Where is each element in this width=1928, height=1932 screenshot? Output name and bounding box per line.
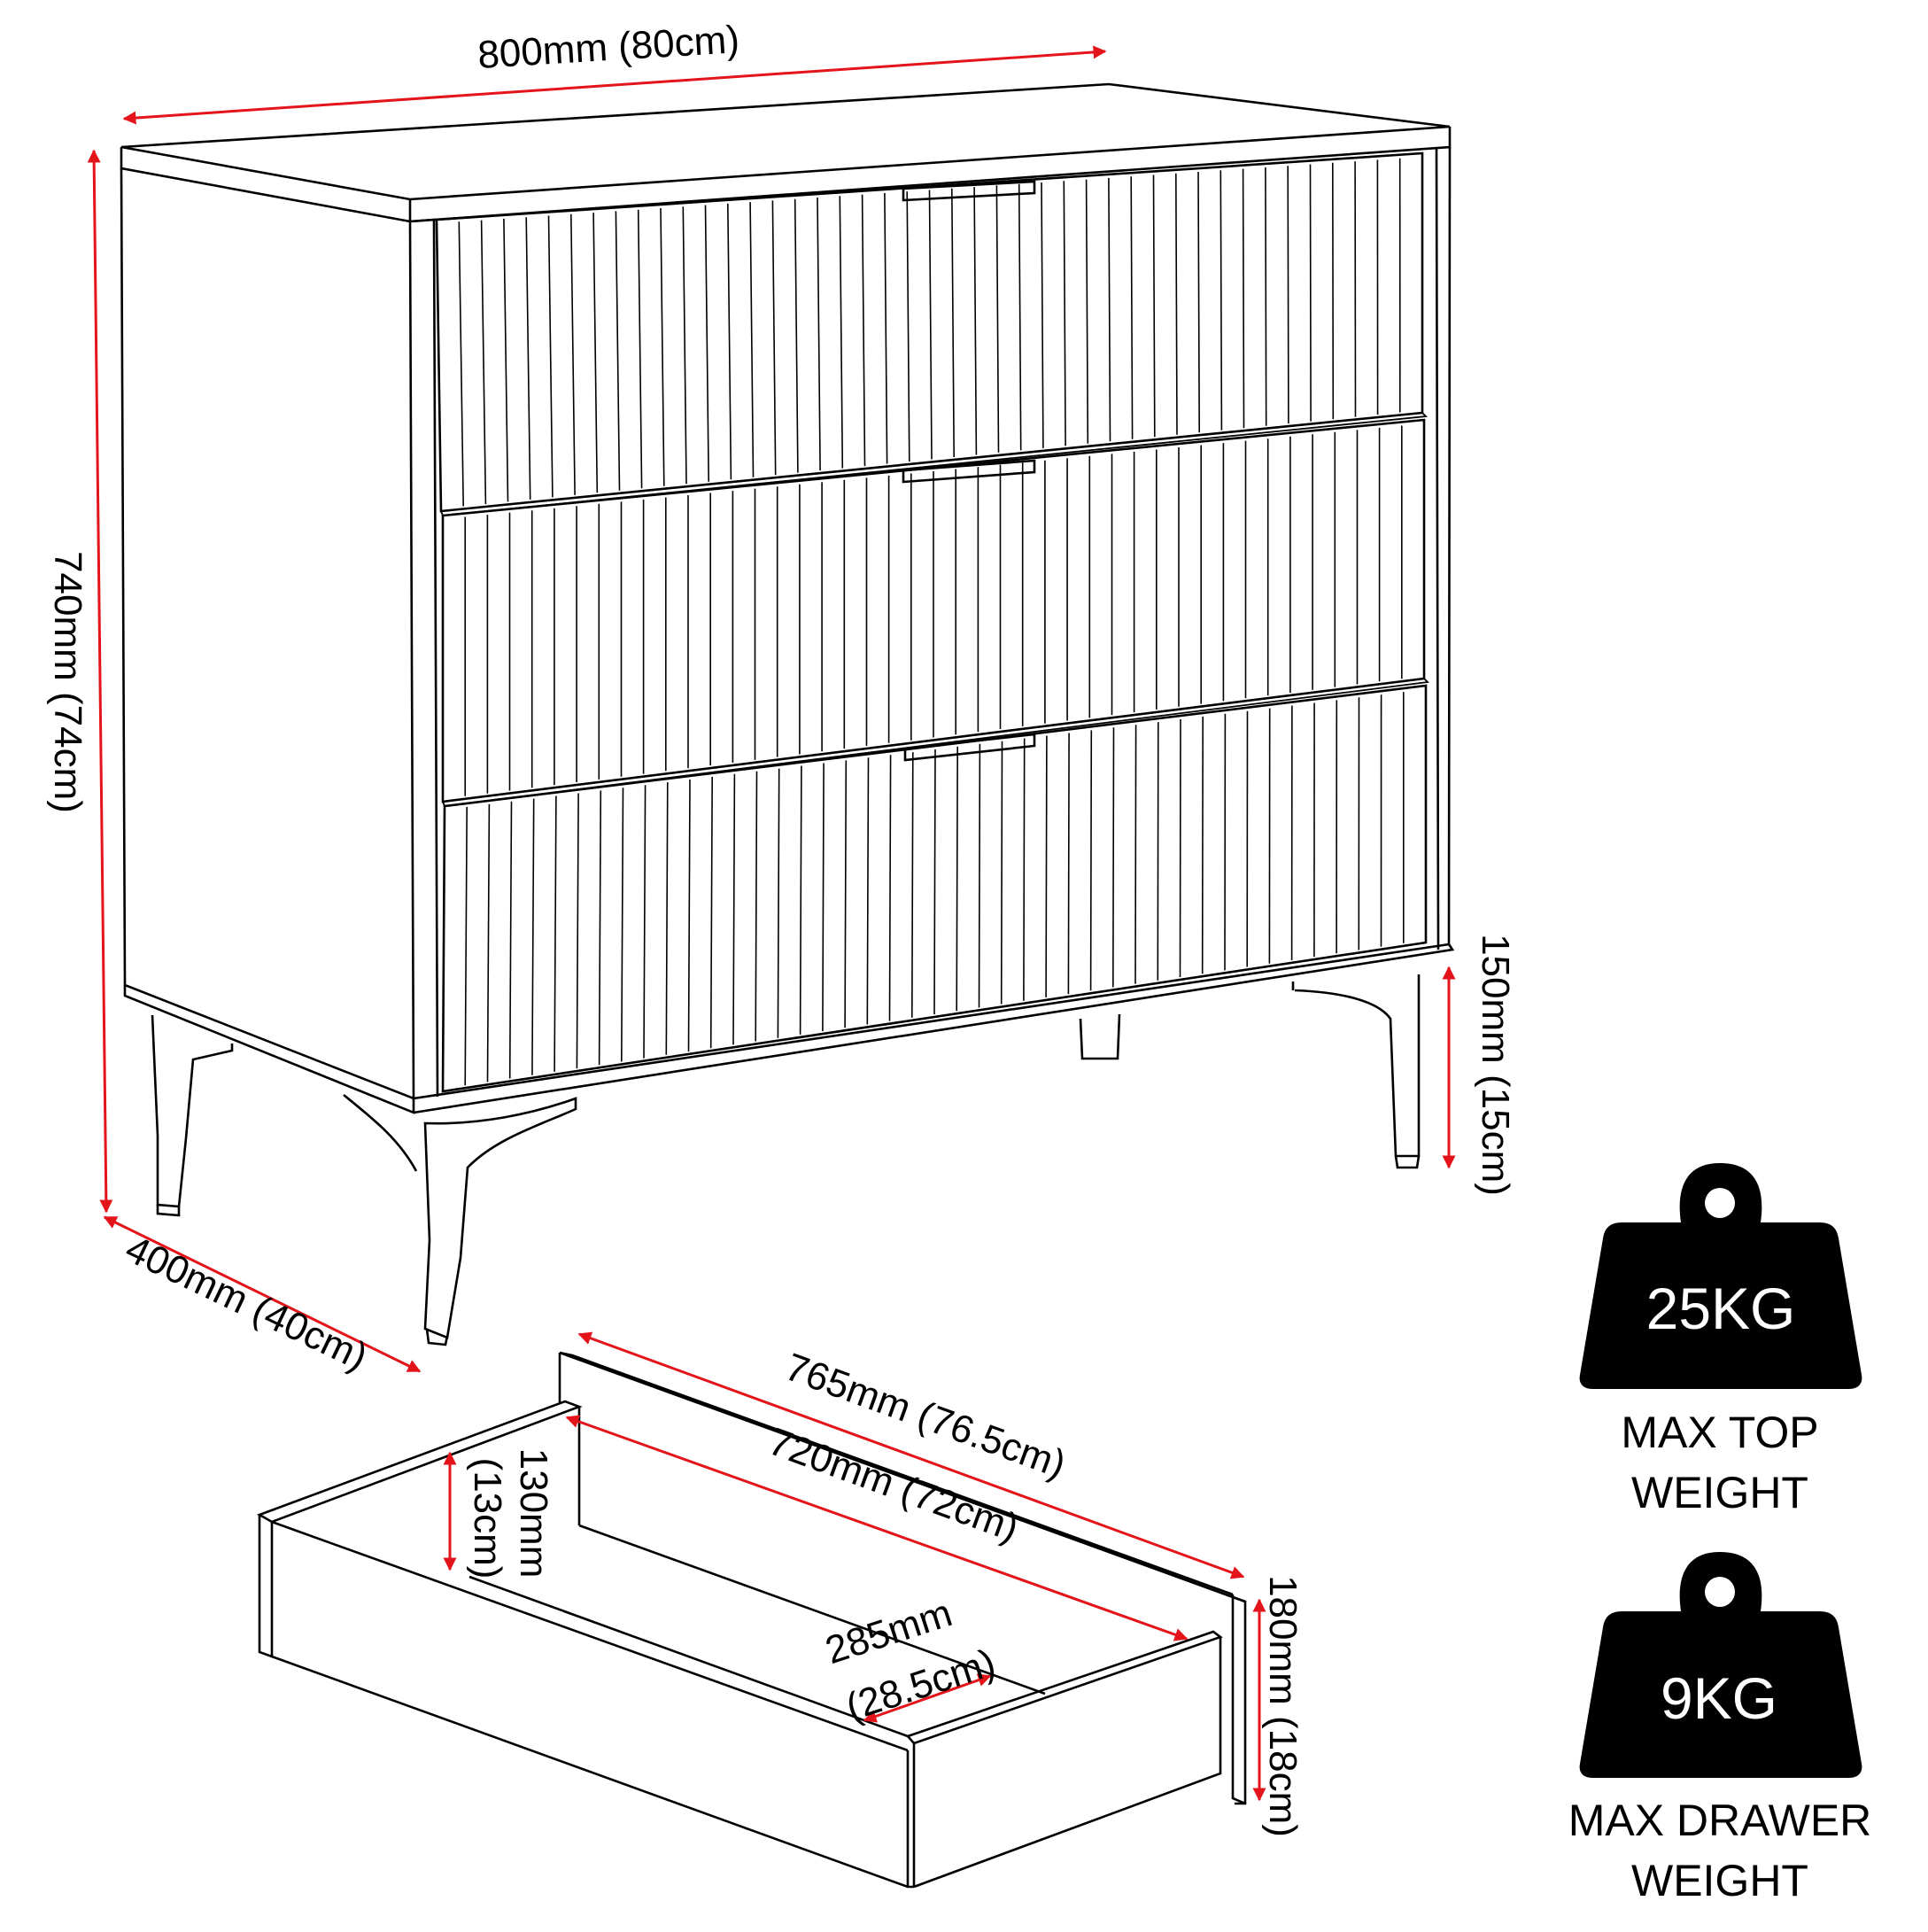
groove-line <box>867 757 868 1024</box>
groove-line <box>1288 166 1289 423</box>
max-drawer-weight-label-line2: WEIGHT <box>1631 1856 1808 1905</box>
leg-height-label: 150mm (15cm) <box>1474 934 1517 1196</box>
groove-line <box>1002 741 1003 1005</box>
groove-line <box>1220 170 1221 430</box>
groove-line <box>817 198 820 470</box>
groove-line <box>755 772 756 1042</box>
groove-line <box>1203 717 1204 974</box>
groove-line <box>996 185 998 453</box>
groove-line <box>795 199 798 473</box>
groove-line <box>622 788 623 1061</box>
groove-line <box>1154 175 1155 438</box>
groove-line <box>930 190 933 460</box>
drawer-inner-height-cm: (13cm) <box>466 1458 509 1579</box>
width-label: 800mm (80cm) <box>476 18 740 77</box>
groove-line <box>956 747 957 1011</box>
groove-line <box>644 785 646 1058</box>
groove-line <box>549 216 553 498</box>
max-top-weight-badge: 25KG MAX TOP WEIGHT <box>1580 1163 1862 1517</box>
drawer-grooves <box>459 159 1404 1086</box>
groove-line <box>733 774 734 1045</box>
groove-line <box>1198 172 1199 432</box>
groove-line <box>711 777 713 1048</box>
groove-line <box>979 744 980 1008</box>
groove-line <box>1131 176 1132 439</box>
groove-line <box>885 193 887 464</box>
groove-line <box>661 208 664 486</box>
groove-line <box>1024 739 1025 1001</box>
groove-line <box>772 200 775 475</box>
dresser <box>121 84 1452 1345</box>
groove-line <box>1091 730 1092 990</box>
drawer-inner-width-arrow <box>567 1417 1187 1639</box>
groove-line <box>934 749 935 1014</box>
groove-line <box>689 780 691 1051</box>
max-top-weight-label-line2: WEIGHT <box>1631 1468 1808 1517</box>
groove-line <box>750 202 753 477</box>
groove-line <box>459 221 463 506</box>
groove-line <box>482 221 486 504</box>
leg-front-left <box>425 1098 576 1338</box>
groove-line <box>593 213 597 493</box>
groove-line <box>912 752 913 1018</box>
groove-line <box>823 764 824 1032</box>
groove-line <box>728 204 732 479</box>
groove-line <box>1019 184 1021 451</box>
groove-line <box>504 219 508 502</box>
groove-line <box>577 794 578 1069</box>
groove-line <box>571 214 575 495</box>
leg-back-left <box>152 1015 232 1207</box>
groove-line <box>863 195 865 466</box>
max-top-weight-label-line1: MAX TOP <box>1621 1408 1818 1457</box>
groove-line <box>510 802 512 1079</box>
groove-line <box>1311 165 1312 422</box>
groove-line <box>1333 163 1334 419</box>
handle-bottom <box>905 734 1034 760</box>
groove-line <box>1046 736 1047 997</box>
leg-back-right <box>1080 1014 1119 1059</box>
groove-line <box>666 782 668 1055</box>
dimension-lines <box>94 51 1449 1800</box>
drawer-detail <box>259 1353 1245 1887</box>
height-label: 740mm (74cm) <box>46 551 89 813</box>
groove-line <box>1064 181 1065 446</box>
max-drawer-weight-label-line1: MAX DRAWER <box>1568 1796 1872 1845</box>
groove-line <box>1087 180 1088 444</box>
groove-line <box>639 210 642 489</box>
groove-line <box>488 804 490 1082</box>
drawer-front-height-label: 180mm (18cm) <box>1261 1575 1305 1837</box>
groove-line <box>974 187 976 454</box>
leg-front-right <box>1295 974 1419 1156</box>
groove-line <box>465 807 467 1085</box>
groove-line <box>840 196 842 468</box>
groove-line <box>1109 178 1111 441</box>
groove-line <box>706 206 709 482</box>
groove-line <box>907 191 910 462</box>
groove-line <box>1068 733 1069 995</box>
height-arrow <box>94 151 106 1212</box>
groove-line <box>845 760 846 1028</box>
groove-line <box>600 790 601 1065</box>
groove-line <box>526 217 530 500</box>
max-top-weight-value: 25KG <box>1646 1276 1796 1341</box>
groove-line <box>532 799 534 1075</box>
groove-line <box>616 211 619 490</box>
depth-label: 400mm (40cm) <box>119 1227 374 1379</box>
drawer-inner-height-mm: 130mm <box>512 1448 555 1579</box>
groove-line <box>890 755 891 1020</box>
groove-line <box>683 206 686 484</box>
groove-line <box>1243 169 1244 429</box>
max-drawer-weight-value: 9KG <box>1661 1665 1777 1731</box>
groove-line <box>952 189 954 457</box>
groove-line <box>1135 725 1136 983</box>
groove-line <box>1041 182 1043 448</box>
groove-line <box>554 796 556 1072</box>
groove-line <box>1113 727 1114 987</box>
groove-line <box>1176 174 1177 435</box>
max-drawer-weight-badge: 9KG MAX DRAWER WEIGHT <box>1568 1552 1872 1905</box>
